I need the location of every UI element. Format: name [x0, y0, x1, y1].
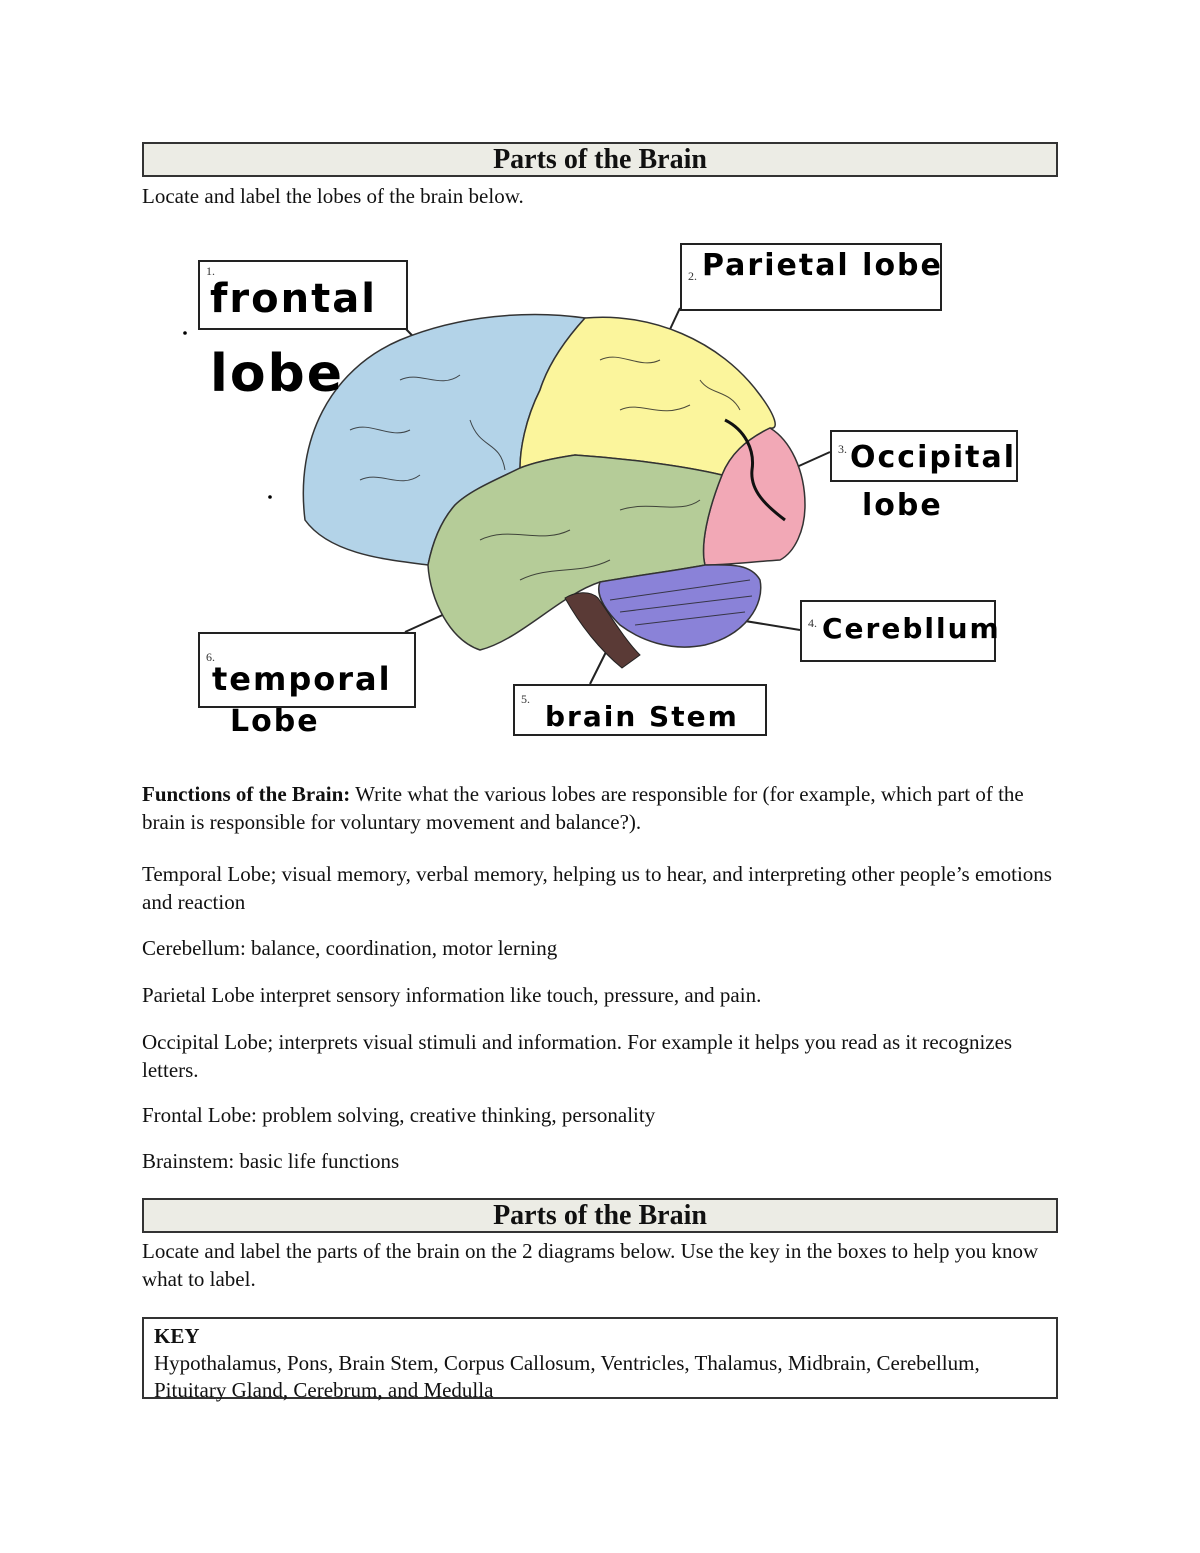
- function-item-parietal: Parietal Lobe interpret sensory informat…: [142, 983, 762, 1007]
- handwritten-label-3-line2: lobe: [862, 488, 943, 523]
- handwritten-label-6-line2: Lobe: [230, 704, 320, 739]
- functions-heading: Functions of the Brain:: [142, 782, 351, 806]
- label-number: 5.: [521, 692, 530, 706]
- functions-paragraph: Functions of the Brain: Write what the v…: [142, 780, 1058, 836]
- occipital-lobe: [702, 427, 806, 566]
- function-item-cerebellum: Cerebellum: balance, coordination, motor…: [142, 936, 558, 960]
- function-item-brainstem: Brainstem: basic life functions: [142, 1149, 400, 1173]
- brain-stem: [564, 592, 641, 669]
- instruction-1: Locate and label the lobes of the brain …: [142, 184, 524, 208]
- label-number: 2.: [688, 269, 697, 283]
- brain-diagram: [183, 288, 831, 685]
- cerebellum: [598, 564, 762, 648]
- label-box-6[interactable]: 6.: [198, 632, 416, 708]
- function-item-occipital: Occipital Lobe; interprets visual stimul…: [142, 1030, 1013, 1082]
- label-number: 3.: [838, 442, 847, 456]
- temporal-lobe: [427, 454, 724, 651]
- handwritten-label-1-line1: frontal: [210, 276, 377, 322]
- handwritten-label-6-line1: temporal: [212, 660, 392, 698]
- instruction-2: Locate and label the parts of the brain …: [142, 1239, 1039, 1291]
- key-heading: KEY: [154, 1324, 200, 1348]
- handwritten-label-4-line1: Cerebllum: [822, 612, 1001, 645]
- handwritten-label-2-line1: Parietal lobe: [702, 248, 943, 283]
- key-box: KEY Hypothalamus, Pons, Brain Stem, Corp…: [142, 1317, 1058, 1402]
- label-number: 6.: [206, 650, 215, 664]
- label-number: 1.: [206, 264, 215, 278]
- function-item-temporal: Temporal Lobe; visual memory, verbal mem…: [142, 862, 1052, 914]
- handwritten-label-5-line1: brain Stem: [545, 700, 739, 733]
- label-box-4[interactable]: 4.: [800, 600, 996, 662]
- label-box-2[interactable]: 2.: [680, 243, 942, 311]
- handwritten-label-3-line1: Occipital: [850, 440, 1016, 475]
- key-text: Hypothalamus, Pons, Brain Stem, Corpus C…: [154, 1351, 980, 1402]
- section-title-2: Parts of the Brain: [142, 1198, 1058, 1233]
- section-title-1: Parts of the Brain: [142, 142, 1058, 177]
- handwritten-label-1-line2: lobe: [210, 344, 345, 404]
- function-item-frontal: Frontal Lobe: problem solving, creative …: [142, 1103, 656, 1127]
- functions-intro: Write what the various lobes are respons…: [142, 782, 1024, 834]
- label-box-5[interactable]: 5.: [513, 684, 767, 736]
- label-number: 4.: [808, 616, 817, 630]
- label-box-3[interactable]: 3.: [830, 430, 1018, 482]
- label-box-1[interactable]: 1.: [198, 260, 408, 330]
